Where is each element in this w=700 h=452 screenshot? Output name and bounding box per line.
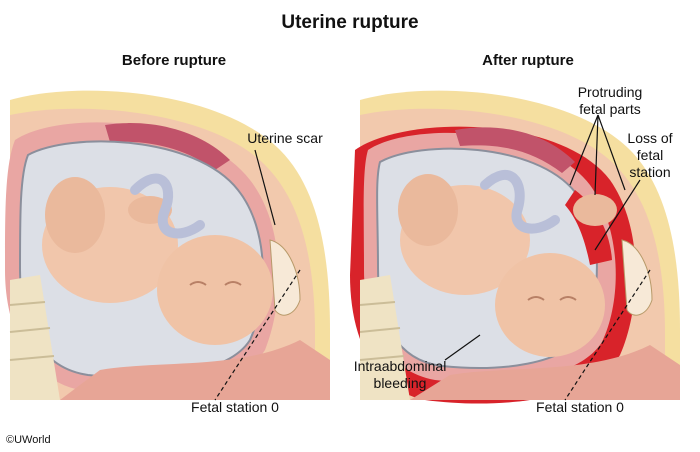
- protruding-leader-1: [569, 114, 599, 186]
- copyright: ©UWorld: [6, 434, 51, 446]
- figure-title: Uterine rupture: [281, 12, 419, 33]
- vertebrae: [359, 301, 405, 361]
- umbilical-cord: [480, 169, 560, 234]
- before-fetal-station-label: Fetal station 0: [191, 399, 279, 415]
- pelvic-organs: [410, 345, 680, 400]
- fetus-head: [495, 253, 605, 357]
- after-fetal-station-label: Fetal station 0: [536, 399, 624, 415]
- spine: [360, 275, 410, 400]
- bladder: [269, 239, 301, 316]
- umbilical-cord: [130, 173, 205, 239]
- pelvic-organs: [60, 340, 330, 400]
- uterine-scar-label: Uterine scar: [247, 130, 323, 146]
- after-rupture-heading: After rupture: [482, 52, 574, 69]
- fetal-station-line: [564, 269, 651, 401]
- protruding-foot: [573, 194, 617, 226]
- fetal-station-line: [214, 269, 301, 401]
- loss-of-station-leader: [594, 179, 641, 251]
- fetus-eyes: [189, 281, 242, 286]
- before-rupture-illustration: [5, 90, 330, 401]
- fetus-eyes: [527, 296, 577, 301]
- before-rupture-heading: Before rupture: [121, 52, 227, 69]
- protruding-leader-3: [597, 114, 626, 191]
- protruding-leader-2: [594, 114, 599, 196]
- fetus-leg: [398, 174, 458, 246]
- placenta: [105, 123, 230, 170]
- bladder: [621, 239, 653, 316]
- intraabdominal-bleeding-label: Intraabdominal bleeding: [353, 358, 447, 391]
- after-rupture-illustration: [350, 90, 680, 404]
- protruding-fetal-parts-label: Protruding fetal parts: [577, 84, 643, 117]
- spine: [10, 275, 60, 400]
- uterine-scar-leader: [254, 149, 276, 226]
- vertebrae: [9, 301, 55, 361]
- placenta: [455, 127, 575, 173]
- bleeding-leader: [444, 334, 481, 361]
- fetus-leg: [45, 177, 105, 253]
- loss-of-fetal-station-label: Loss of fetal station: [627, 130, 673, 180]
- fetus-head: [157, 235, 273, 345]
